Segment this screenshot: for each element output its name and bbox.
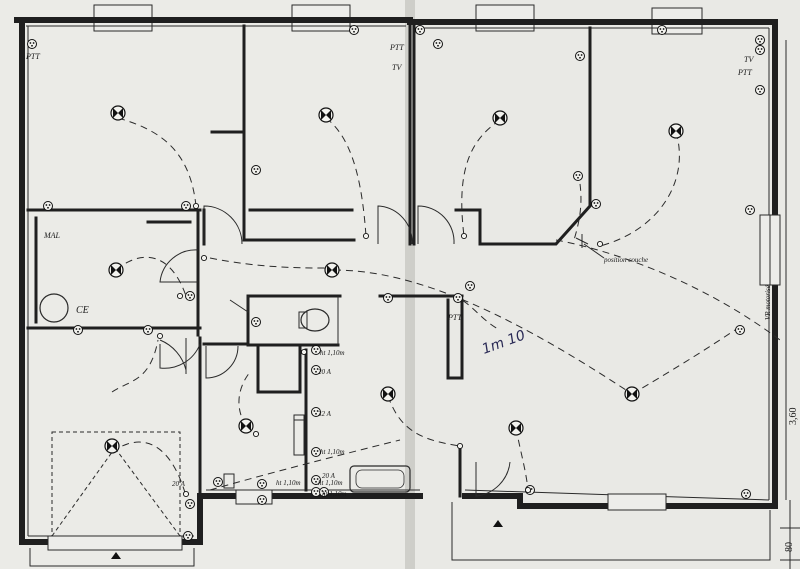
switch-icon — [200, 254, 208, 262]
socket-icon — [257, 479, 267, 489]
socket-icon — [415, 25, 425, 35]
outer-walls — [14, 17, 778, 545]
label-ptt-living: PTT — [447, 313, 462, 322]
socket-icon — [311, 447, 321, 457]
label-ce: CE — [76, 305, 89, 316]
socket-icon — [213, 477, 223, 487]
socket-icon — [251, 165, 261, 175]
ceiling-light-icon — [108, 262, 124, 278]
socket-icon — [311, 345, 321, 355]
socket-icon — [573, 171, 583, 181]
switch-icon — [156, 332, 164, 340]
socket-icon — [257, 495, 267, 505]
paper-left-page — [0, 0, 410, 569]
socket-icon — [319, 487, 329, 497]
bathtub — [349, 465, 411, 493]
socket-icon — [735, 325, 745, 335]
ceiling-light-icon — [110, 105, 126, 121]
switch-icon — [460, 232, 468, 240]
label-position-couche: position couche — [603, 256, 648, 264]
socket-icon — [755, 45, 765, 55]
socket-icon — [251, 317, 261, 327]
socket-icon — [755, 35, 765, 45]
switches — [111, 202, 604, 559]
toilet — [300, 308, 330, 332]
label-ht-110-d: ht 1,10m — [318, 479, 343, 487]
ceiling-light-icon — [668, 123, 684, 139]
socket-icon — [755, 85, 765, 95]
socket-icon — [311, 475, 321, 485]
ceiling-light-icon — [380, 386, 396, 402]
ceiling-light-icon — [318, 107, 334, 123]
water-heater-tank — [39, 293, 69, 323]
switch-icon — [192, 202, 200, 210]
label-ptt-bedroom1: PTT — [25, 52, 40, 61]
ceiling-light-icon — [324, 262, 340, 278]
socket-icon — [185, 499, 195, 509]
dimension-360: 3,60 — [788, 408, 799, 426]
doors — [159, 205, 511, 497]
switch-icon — [300, 348, 308, 356]
socket-icon — [73, 325, 83, 335]
socket-icon — [185, 291, 195, 301]
socket-icon — [311, 407, 321, 417]
label-ht-110-b: ht 1,10m — [320, 448, 345, 456]
dimension-80: 80 — [784, 542, 795, 552]
socket-icon — [183, 531, 193, 541]
label-20a-a: 20 A — [318, 368, 332, 376]
label-ptt-center: PTT — [389, 43, 404, 52]
socket-icon — [311, 365, 321, 375]
switch-icon — [252, 430, 260, 438]
socket-icon — [745, 205, 755, 215]
socket-icon — [43, 201, 53, 211]
switch-icon — [182, 490, 190, 498]
fixtures — [39, 293, 411, 493]
socket-icon — [349, 25, 359, 35]
label-tv-right: TV — [744, 55, 754, 64]
label-vr-motorise: VR motorisé — [764, 284, 772, 320]
right-window — [759, 214, 781, 286]
switch-icon — [456, 442, 464, 450]
ceiling-light-icon — [624, 386, 640, 402]
garage-door-lines — [51, 431, 181, 537]
switch-icon — [596, 240, 604, 248]
label-ht-110-e: ht 1,10m — [322, 490, 347, 498]
socket-icon — [143, 325, 153, 335]
windows-bottom — [29, 489, 771, 567]
label-mal: MAL — [43, 231, 61, 240]
ceiling-light-icon — [104, 438, 120, 454]
socket-icon — [181, 201, 191, 211]
ceiling-light-icon — [508, 420, 524, 436]
label-20a-b: 20 A — [322, 472, 336, 480]
socket-icon — [453, 293, 463, 303]
entrance-marker-icon — [111, 552, 121, 559]
label-20a-garage: 20 A — [172, 480, 186, 488]
label-32a: 32 A — [317, 410, 332, 418]
label-ht-110-c: ht 1,10m — [276, 479, 301, 487]
socket-icon — [383, 293, 393, 303]
socket-icon — [591, 199, 601, 209]
socket-icon — [433, 39, 443, 49]
entrance-marker-icon — [493, 520, 503, 527]
ceiling-light-icon — [238, 418, 254, 434]
switch-icon — [176, 292, 184, 300]
socket-icon — [27, 39, 37, 49]
socket-icon — [741, 489, 751, 499]
position-couche-marker — [575, 234, 605, 259]
label-tv-center: TV — [392, 63, 402, 72]
ceiling-light-icon — [492, 110, 508, 126]
socket-icon — [575, 51, 585, 61]
socket-icon — [465, 281, 475, 291]
label-ht-110-a: ht 1,10m — [320, 349, 345, 357]
dimension-lines — [780, 40, 800, 569]
socket-icon — [657, 25, 667, 35]
label-ptt-right: PTT — [737, 68, 752, 77]
switch-icon — [362, 232, 370, 240]
switch-icon — [524, 486, 532, 494]
ceiling-lights — [104, 105, 684, 454]
